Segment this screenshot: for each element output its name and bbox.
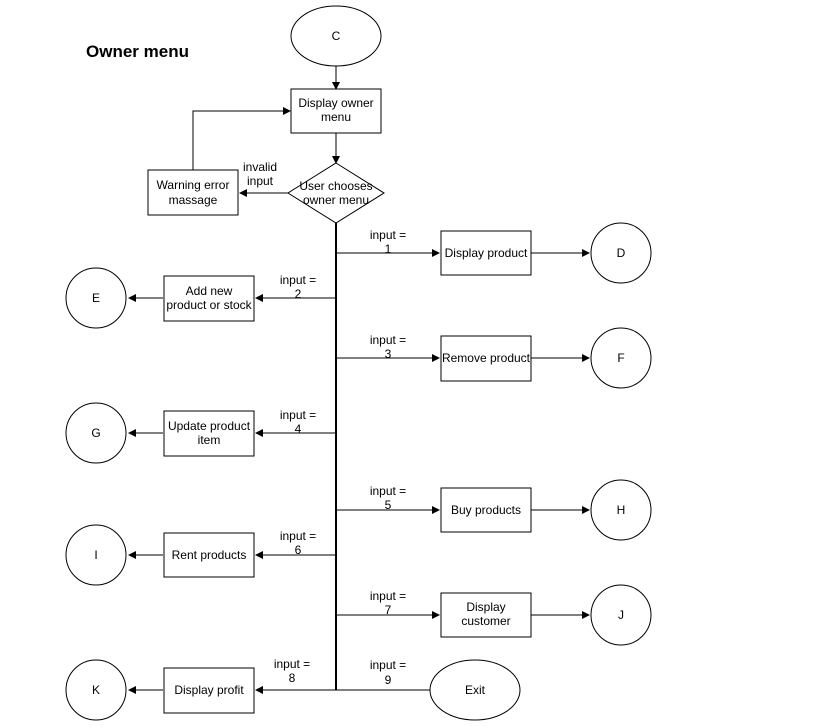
connector-k: [65, 659, 127, 721]
decision-line2: owner menu: [303, 193, 369, 207]
box-add-new: [163, 275, 255, 322]
edges: [128, 66, 590, 694]
edge-label-in2-line2: 2: [295, 287, 302, 301]
box-warning-line2: massage: [169, 193, 218, 207]
edge-label-in5-line2: 5: [385, 498, 392, 512]
connector-j-label: J: [618, 608, 624, 622]
box-display-customer-line1: Display: [466, 600, 505, 614]
edge-label-in9-line2: 9: [385, 673, 392, 687]
connector-d: [590, 222, 652, 284]
box-update-product: [163, 410, 255, 457]
box-display-customer-line2: customer: [461, 614, 510, 628]
box-rent-products: [163, 532, 255, 578]
edge-label-in7-line2: 7: [385, 603, 392, 617]
box-update-product-line2: item: [198, 433, 221, 447]
edge-label-invalid-line1: invalid: [243, 160, 277, 174]
box-display-product-label: Display product: [445, 246, 528, 260]
box-buy-products: [440, 487, 532, 533]
connector-i: [65, 524, 127, 586]
box-buy-products-label: Buy products: [451, 503, 521, 517]
box-update-product-line1: Update product: [168, 419, 251, 433]
box-display-profit-label: Display profit: [174, 683, 244, 697]
box-warning: [147, 169, 239, 216]
page-title: Owner menu: [86, 42, 189, 61]
decision-user-chooses: [287, 162, 385, 224]
edge-label-in6-line2: 6: [295, 543, 302, 557]
connector-f: [590, 327, 652, 389]
connector-k-label: K: [92, 683, 100, 697]
edge-label-in9-line1: input =: [370, 658, 406, 672]
box-rent-products-label: Rent products: [172, 548, 247, 562]
box-display-owner-menu: [290, 88, 382, 134]
shapes: [65, 5, 652, 721]
edge-label-in4-line2: 4: [295, 422, 302, 436]
box-display-owner-menu-line2: menu: [321, 110, 351, 124]
box-add-new-line1: Add new: [186, 284, 233, 298]
connector-f-label: F: [617, 351, 624, 365]
edge-warning-loop-back: [192, 107, 291, 170]
edge-label-in3-line2: 3: [385, 347, 392, 361]
decision-line1: User chooses: [299, 179, 372, 193]
terminal-exit-label: Exit: [465, 683, 486, 697]
box-display-profit: [163, 667, 255, 714]
edge-label-in3-line1: input =: [370, 333, 406, 347]
edge-label-in5-line1: input =: [370, 484, 406, 498]
connector-e-label: E: [92, 291, 100, 305]
connector-i-label: I: [94, 548, 97, 562]
edge-label-in1-line1: input =: [370, 228, 406, 242]
box-remove-product: [440, 335, 532, 382]
edge-label-in4-line1: input =: [280, 408, 316, 422]
edge-label-invalid-line2: input: [247, 174, 274, 188]
connector-j: [590, 584, 652, 646]
terminal-exit: [429, 659, 521, 721]
box-warning-line1: Warning error: [157, 178, 230, 192]
edge-label-in2-line1: input =: [280, 273, 316, 287]
edge-label-in8-line1: input =: [274, 657, 310, 671]
edge-label-in6-line1: input =: [280, 529, 316, 543]
edge-label-in1-line2: 1: [385, 242, 392, 256]
box-remove-product-label: Remove product: [442, 351, 531, 365]
connector-g-label: G: [91, 426, 100, 440]
edge-label-in8-line2: 8: [289, 671, 296, 685]
connector-h-label: H: [617, 503, 626, 517]
box-display-product: [440, 230, 532, 276]
connector-c-label: C: [332, 29, 341, 43]
connector-e: [65, 267, 127, 329]
connector-g: [65, 402, 127, 464]
edge-label-in7-line1: input =: [370, 589, 406, 603]
connector-h: [590, 479, 652, 541]
box-display-customer: [440, 592, 532, 638]
box-add-new-line2: product or stock: [166, 298, 252, 312]
connector-c: [290, 5, 382, 67]
box-display-owner-menu-line1: Display owner: [298, 96, 373, 110]
labels: C Display owner menu User chooses owner …: [91, 29, 625, 697]
connector-d-label: D: [617, 246, 626, 260]
